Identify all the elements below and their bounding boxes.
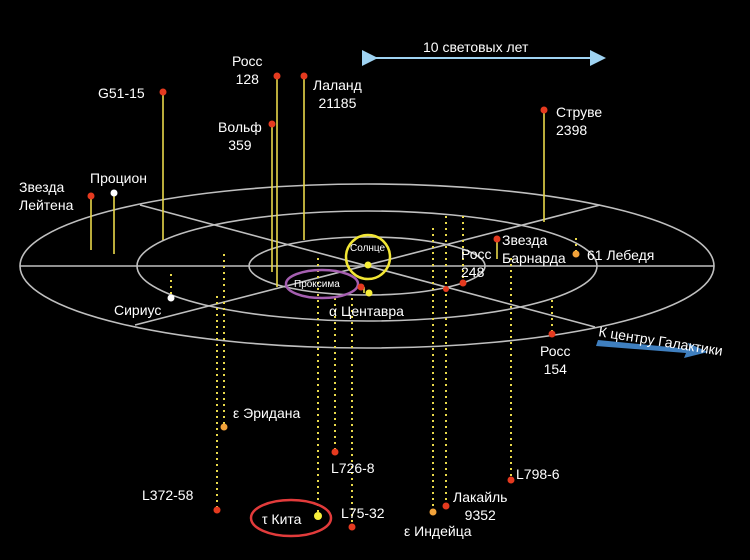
- dot-l726: [331, 448, 339, 456]
- dot-eps-eri: [220, 423, 228, 431]
- dot-l372: [213, 506, 221, 514]
- dot-tau-ceti: [314, 512, 322, 520]
- label-eps-eri: ε Эридана: [233, 405, 301, 421]
- dot-lalande: [300, 72, 308, 80]
- dot-alpha-cen: [365, 289, 373, 297]
- dot-sirius: [167, 294, 175, 302]
- dot-luyten: [87, 192, 95, 200]
- label-alpha-cen: α Центавра: [329, 303, 404, 319]
- dot-proxima: [357, 283, 365, 291]
- galactic-center-arrow: [596, 340, 708, 358]
- dot-g51: [159, 88, 167, 96]
- label-struve: Струве 2398: [556, 104, 603, 138]
- dot-wolf: [268, 120, 276, 128]
- label-tau-ceti: τ Кита: [262, 511, 302, 527]
- label-wolf: Вольф 359: [218, 119, 262, 153]
- dot-eps-ind: [429, 508, 437, 516]
- label-luyten: Звезда Лейтена: [19, 179, 74, 213]
- dot-l798: [507, 476, 515, 484]
- proxima-highlight-ellipse: [284, 268, 360, 300]
- label-l726: L726-8: [331, 460, 375, 476]
- stems-above: [90, 76, 545, 293]
- star-dots: [87, 72, 580, 531]
- label-procyon: Процион: [90, 170, 147, 186]
- label-eps-ind: ε Индейца: [404, 523, 472, 539]
- label-sun: Солнце: [350, 243, 386, 254]
- dot-cyg61: [572, 250, 580, 258]
- sun-highlight-circle: [344, 233, 392, 281]
- label-l798: L798-6: [516, 466, 560, 482]
- dot-lacaille: [442, 502, 450, 510]
- dot-ross154: [548, 330, 556, 338]
- label-ross248: Росс 248: [461, 246, 492, 280]
- label-proxima: Проксима: [294, 279, 340, 290]
- label-l372: L372-58: [142, 487, 194, 503]
- stems-below: [170, 216, 577, 527]
- dot-procyon: [110, 189, 118, 197]
- label-cyg61: 61 Лебедя: [587, 247, 655, 263]
- dot-ross128: [273, 72, 281, 80]
- scale-label: 10 световых лет: [423, 39, 529, 55]
- dot-ross248-plane: [443, 286, 449, 292]
- dot-ross248: [459, 279, 467, 287]
- label-ross154: Росс 154: [540, 343, 571, 377]
- dot-barnard: [493, 235, 501, 243]
- dot-l75: [348, 523, 356, 531]
- tau-ceti-highlight-ellipse: [249, 498, 333, 538]
- label-ross128: Росс 128: [232, 53, 263, 87]
- label-g51: G51-15: [98, 85, 145, 101]
- dot-struve: [540, 106, 548, 114]
- dot-sun: [364, 261, 372, 269]
- label-sirius: Сириус: [114, 302, 162, 318]
- label-lacaille: Лакайль 9352: [453, 489, 508, 523]
- label-barnard: Звезда Барнарда: [502, 232, 566, 266]
- label-lalande: Лаланд 21185: [313, 77, 362, 111]
- label-l75: L75-32: [341, 505, 385, 521]
